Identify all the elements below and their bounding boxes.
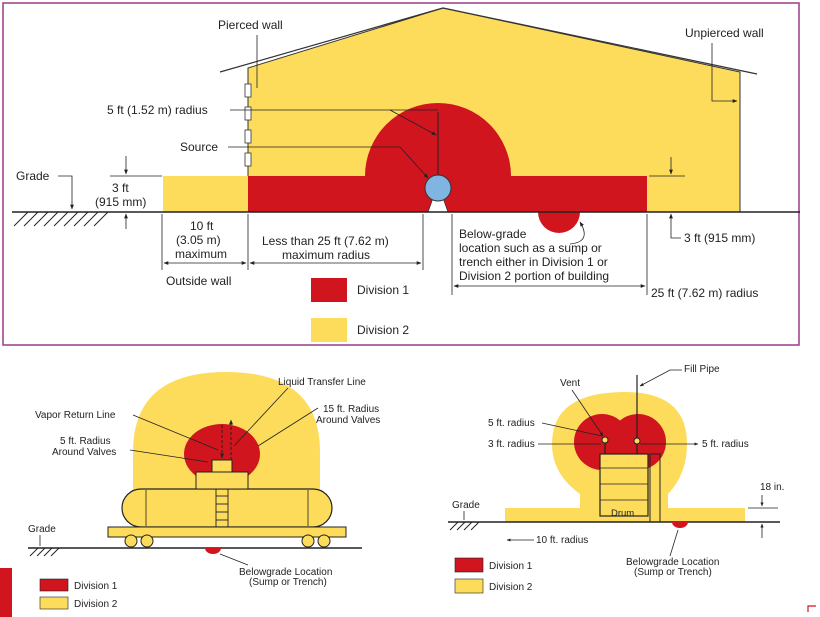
radius5-label: 5 ft. Radius bbox=[60, 436, 111, 447]
tankcar-belowgrade-leader bbox=[219, 553, 249, 566]
pierced-wall-openings bbox=[244, 83, 252, 167]
tank-dome-valves bbox=[211, 459, 233, 473]
outside-division2-area bbox=[163, 176, 248, 212]
grade-leader bbox=[58, 175, 74, 210]
tankcar-belowgrade-label: Belowgrade Location bbox=[239, 567, 332, 578]
corner-mark bbox=[0, 568, 12, 617]
drum-legend-div2-swatch bbox=[454, 578, 484, 594]
legend-div2-swatch bbox=[311, 318, 347, 342]
radius5-left-label: 5 ft. radius bbox=[488, 418, 535, 429]
drum-grade-label: Grade bbox=[452, 500, 480, 511]
drum-legend-div1-label: Division 1 bbox=[489, 561, 533, 572]
fill-pipe-opening bbox=[633, 437, 641, 445]
radius15-label: 15 ft. Radius bbox=[323, 404, 379, 415]
radius15-leader bbox=[257, 407, 319, 447]
vent-label: Vent bbox=[560, 378, 580, 389]
radius-5ft-label: 5 ft (1.52 m) radius bbox=[107, 103, 208, 117]
height18-label: 18 in. bbox=[760, 482, 784, 493]
dim-10ft-label: 10 ft bbox=[190, 219, 214, 233]
radius5-leader bbox=[129, 449, 209, 463]
belowgrade-label-1: Below-grade bbox=[459, 227, 527, 241]
tankcar-legend-div1-label: Division 1 bbox=[74, 581, 118, 592]
drum-grade-hatch bbox=[449, 521, 480, 531]
roof-eave-right bbox=[442, 7, 758, 75]
drum-belowgrade-sub-label: (Sump or Trench) bbox=[634, 567, 712, 578]
legend-div2-label: Division 2 bbox=[357, 323, 409, 337]
dim-10ft-max-label: maximum bbox=[175, 247, 227, 261]
radius-25ft-label: 25 ft (7.62 m) radius bbox=[651, 286, 758, 300]
vent-leader bbox=[571, 389, 604, 437]
drum-ribs bbox=[600, 467, 648, 501]
tankcar-legend-div1-swatch bbox=[39, 578, 69, 592]
building-classification-diagram: Pierced wall Unpierced wall 5 ft (1.52 m… bbox=[2, 2, 800, 346]
radius10-label-bg bbox=[534, 532, 598, 546]
drum-legend-div2-label: Division 2 bbox=[489, 582, 533, 593]
height-3ft-mm-label: (915 mm) bbox=[95, 195, 146, 209]
tankcar-legend-div2-label: Division 2 bbox=[74, 599, 118, 610]
belowgrade-label-4: Division 2 portion of building bbox=[459, 269, 609, 283]
panel-frame bbox=[2, 2, 800, 346]
less-25ft-max-label: maximum radius bbox=[282, 248, 370, 262]
tankcar-belowgrade-sump bbox=[205, 548, 221, 554]
liquid-transfer-leader bbox=[233, 387, 289, 447]
drum-legend-div1-swatch bbox=[454, 557, 484, 573]
radius15-valves-label: Around Valves bbox=[316, 415, 380, 426]
height-3ft-label: 3 ft bbox=[112, 181, 129, 195]
tank-bands bbox=[145, 490, 309, 526]
vent-opening bbox=[601, 436, 609, 444]
drum-stand bbox=[649, 453, 661, 522]
vapor-return-label: Vapor Return Line bbox=[35, 410, 116, 421]
grade-hatch bbox=[13, 211, 109, 227]
drum-belowgrade-sump bbox=[672, 522, 688, 528]
belowgrade-leader bbox=[569, 221, 585, 245]
radius5-valves-label: Around Valves bbox=[52, 447, 116, 458]
right-3ft-arrow-bottom bbox=[669, 213, 681, 239]
grade-label: Grade bbox=[16, 169, 50, 183]
radius10-label: 10 ft. radius bbox=[536, 535, 588, 546]
corner-bracket bbox=[807, 605, 816, 612]
radius5-right-label: 5 ft. radius bbox=[702, 439, 749, 450]
outside-wall-label: Outside wall bbox=[166, 274, 231, 288]
belowgrade-label-2: location such as a sump or bbox=[459, 241, 602, 255]
source-label: Source bbox=[180, 140, 218, 154]
unpierced-wall-leader bbox=[711, 43, 738, 103]
drum-body bbox=[599, 453, 649, 517]
tank-platform bbox=[195, 471, 249, 490]
radius-5ft-arrow bbox=[389, 109, 437, 136]
drum-belowgrade-label: Belowgrade Location bbox=[626, 557, 719, 568]
source-vessel bbox=[424, 174, 452, 202]
legend-div1-swatch bbox=[311, 278, 347, 302]
legend-div1-label: Division 1 bbox=[357, 283, 409, 297]
tank-wheels bbox=[124, 534, 331, 548]
vapor-return-leader bbox=[132, 414, 219, 451]
tank-frame bbox=[107, 526, 347, 538]
tank-body bbox=[121, 488, 333, 528]
liquid-transfer-label: Liquid Transfer Line bbox=[278, 377, 366, 388]
drum-label: Drum bbox=[611, 508, 634, 519]
tankcar-legend-div2-swatch bbox=[39, 596, 69, 610]
drum-belowgrade-leader bbox=[669, 529, 679, 557]
fill-pipe-label: Fill Pipe bbox=[684, 364, 720, 375]
tankcar-grade-label: Grade bbox=[28, 524, 56, 535]
division1-zone bbox=[248, 103, 647, 212]
right-3ft-label: 3 ft (915 mm) bbox=[684, 231, 755, 245]
less-25ft-label: Less than 25 ft (7.62 m) bbox=[262, 234, 389, 248]
unpierced-wall-label: Unpierced wall bbox=[685, 26, 764, 40]
tank-ladder bbox=[215, 489, 229, 527]
division1-belowgrade-sump bbox=[538, 212, 580, 233]
radius5-left-leader bbox=[541, 422, 603, 437]
source-leader bbox=[228, 146, 429, 179]
pierced-wall-label: Pierced wall bbox=[218, 18, 283, 32]
belowgrade-label-3: trench either in Division 1 or bbox=[459, 255, 608, 269]
fill-pipe-leader bbox=[639, 369, 682, 387]
dim-10ft-m-label: (3.05 m) bbox=[176, 233, 221, 247]
radius3-label: 3 ft. radius bbox=[488, 439, 535, 450]
drum-filling-diagram: Vent Fill Pipe 5 ft. radius 3 ft. radius… bbox=[448, 364, 816, 612]
tankcar-belowgrade-sub-label: (Sump or Trench) bbox=[249, 577, 327, 588]
tank-car-diagram: Liquid Transfer Line Vapor Return Line 1… bbox=[0, 372, 380, 617]
tankcar-grade-hatch bbox=[29, 547, 60, 557]
